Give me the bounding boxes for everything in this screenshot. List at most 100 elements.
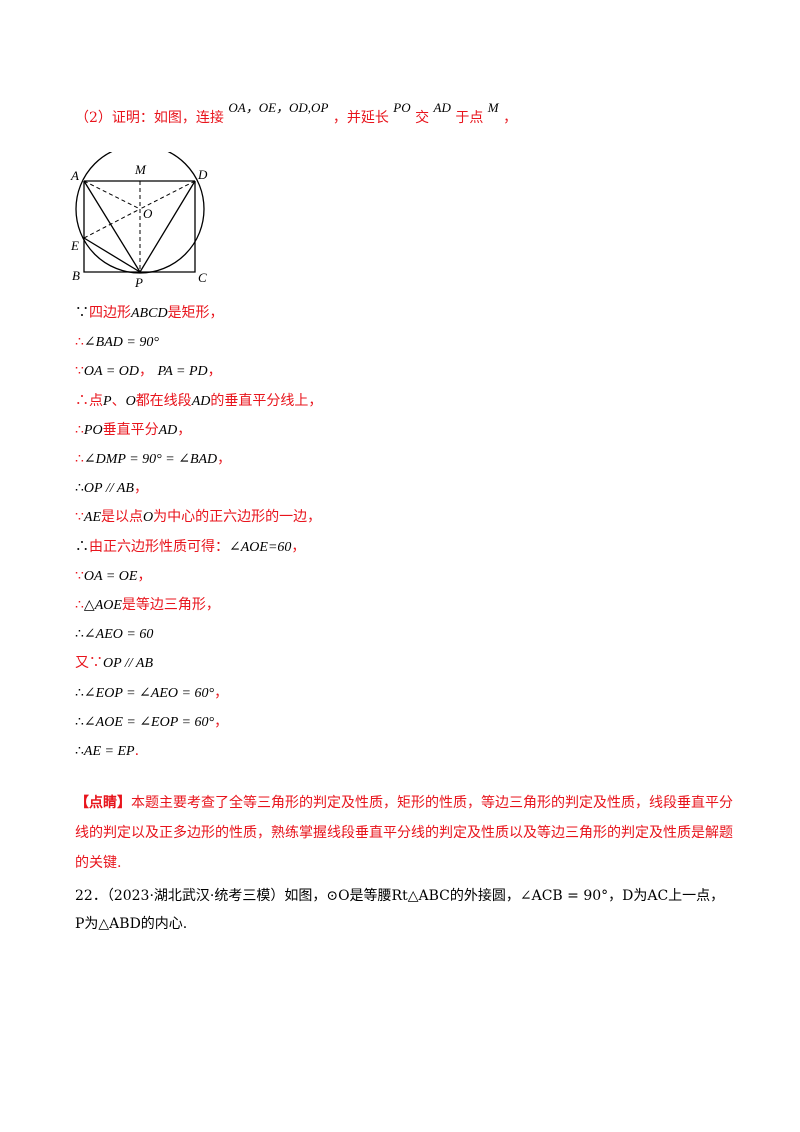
intro-jiao: 交 [415, 110, 430, 126]
math-expression: OP // AB [83, 481, 134, 497]
math-expression: OP // AB [103, 656, 154, 672]
proof-symbol: ∴ [75, 538, 89, 555]
proof-text: ， [214, 684, 229, 701]
geometry-figure: A M D O E B P C [70, 152, 208, 290]
proof-text: . [134, 743, 140, 759]
proof-line: ∴∠EOP = ∠AEO = 60°， [75, 683, 228, 704]
math-expression: AE = EP [83, 744, 135, 759]
proof-line: ∴∠DMP = 90° = ∠BAD， [75, 449, 231, 470]
proof-text: 的垂直平分线上， [210, 392, 323, 409]
math-expression: OA = OE [83, 568, 138, 584]
comment-paragraph: 【点睛】本题主要考查了全等三角形的判定及性质，矩形的性质，等边三角形的判定及性质… [75, 788, 735, 878]
proof-text: ， [207, 363, 222, 380]
question-line-1: 22．（2023·湖北武汉·统考三模）如图，⊙O是等腰Rt△ABC的外接圆，∠A… [75, 888, 725, 904]
label-e: E [70, 238, 79, 253]
question-22: 22．（2023·湖北武汉·统考三模）如图，⊙O是等腰Rt△ABC的外接圆，∠A… [75, 882, 735, 938]
proof-symbol: ∵ [75, 305, 89, 321]
proof-symbol: ∴ [75, 480, 84, 497]
intro-ad: AD [433, 100, 451, 115]
proof-line: ∴PO垂直平分AD， [75, 420, 191, 441]
segment-dp [139, 180, 196, 273]
proof-text: 是等边三角形， [121, 597, 220, 613]
proof-text: ， [177, 421, 192, 438]
math-expression: ABCD [131, 306, 168, 321]
proof-line: ∵AE是以点O为中心的正六边形的一边， [75, 507, 321, 528]
proof-text: 是矩形， [167, 305, 224, 321]
label-p: P [134, 275, 143, 290]
intro-prefix: （2）证明：如图，连接 [75, 110, 224, 126]
math-expression: O [143, 510, 154, 526]
proof-symbol: ∵ [75, 509, 84, 526]
intro-m: M [487, 100, 499, 115]
math-expression: ∠AOE = ∠EOP = 60° [83, 714, 215, 730]
math-expression: AE [83, 510, 102, 526]
proof-symbol: ∴ [75, 713, 84, 730]
label-d: D [197, 167, 208, 182]
math-expression: O [125, 393, 136, 409]
proof-line: ∵四边形ABCD是矩形， [75, 303, 224, 324]
label-c: C [198, 270, 207, 285]
comment-tag: 【点睛】 [75, 795, 131, 811]
proof-symbol: ∴ [75, 451, 84, 467]
math-expression: ∠DMP = 90° = ∠BAD [83, 452, 218, 467]
proof-line: ∴∠AOE = ∠EOP = 60°， [75, 712, 228, 733]
proof-symbol: ∵ [75, 363, 84, 380]
proof-text: 由正六边形性质可得： [89, 538, 229, 555]
proof-line: ∴∠AEO = 60 [75, 624, 153, 645]
circumcircle [75, 152, 205, 274]
proof-line: 又∵OP // AB [75, 653, 153, 674]
math-expression: OA = OD [83, 364, 139, 380]
proof-text: 都在线段 [135, 392, 192, 409]
math-expression: PO [83, 422, 103, 438]
proof-symbol: ∴ [75, 392, 89, 409]
proof-symbol: ∴ [75, 743, 84, 759]
math-expression: P [103, 393, 112, 409]
math-expression: PA = PD [157, 364, 208, 380]
math-expression: ∠AOE=60 [229, 539, 292, 555]
segment-ap [83, 180, 141, 273]
proof-text: ， [291, 538, 306, 555]
math-expression: AD [191, 393, 211, 409]
proof-text: 、 [111, 392, 126, 409]
proof-symbol: ∴ [75, 626, 84, 643]
comment-text: 本题主要考查了全等三角形的判定及性质，矩形的性质，等边三角形的判定及性质，线段垂… [75, 795, 733, 871]
segment-od [139, 180, 196, 210]
proof-text: ， [217, 451, 232, 467]
math-expression: △AOE [83, 598, 122, 613]
label-a: A [70, 168, 79, 183]
proof-text: 是以点 [101, 509, 144, 526]
label-o: O [143, 206, 153, 221]
proof-symbol: ∴ [75, 334, 84, 351]
proof-line: ∵OA = OE， [75, 566, 151, 587]
intro-segments: OA，OE，OD,OP [228, 100, 329, 115]
proof-text: ， [137, 567, 152, 584]
intro-end: ， [503, 110, 518, 126]
segment-oe [83, 208, 141, 239]
math-expression: ∠AEO = 60 [83, 627, 154, 643]
proof-symbol: ∵ [75, 567, 84, 584]
proof-symbol: ∴ [75, 684, 84, 701]
intro-yu: 于点 [455, 110, 484, 126]
proof-text: 四边形 [89, 305, 131, 321]
proof-line: ∴AE = EP. [75, 741, 139, 762]
question-line-2: P为△ABD的内心. [75, 916, 188, 932]
intro-po: PO [393, 100, 411, 115]
proof-intro: （2）证明：如图，连接 OA，OE，OD,OP ，并延长 PO 交 AD 于点 … [75, 100, 518, 128]
proof-line: ∴△AOE是等边三角形， [75, 595, 220, 616]
proof-text: 垂直平分 [102, 421, 159, 438]
proof-text: 为中心的正六边形的一边， [153, 509, 322, 526]
intro-mid: ，并延长 [332, 110, 389, 126]
proof-text: ， [133, 480, 148, 497]
proof-symbol: 又∵ [75, 655, 103, 672]
math-expression: ∠BAD = 90° [83, 335, 159, 351]
label-m: M [134, 162, 147, 177]
proof-line: ∴点P、O都在线段AD的垂直平分线上， [75, 391, 322, 412]
proof-line: ∴OP // AB， [75, 478, 148, 499]
proof-text: ， [139, 363, 158, 380]
proof-line: ∴由正六边形性质可得：∠AOE=60， [75, 537, 305, 558]
math-expression: AD [158, 422, 178, 438]
proof-text: ， [214, 713, 229, 730]
segment-ep [83, 237, 141, 273]
label-b: B [72, 268, 80, 283]
segment-oa [83, 180, 141, 210]
